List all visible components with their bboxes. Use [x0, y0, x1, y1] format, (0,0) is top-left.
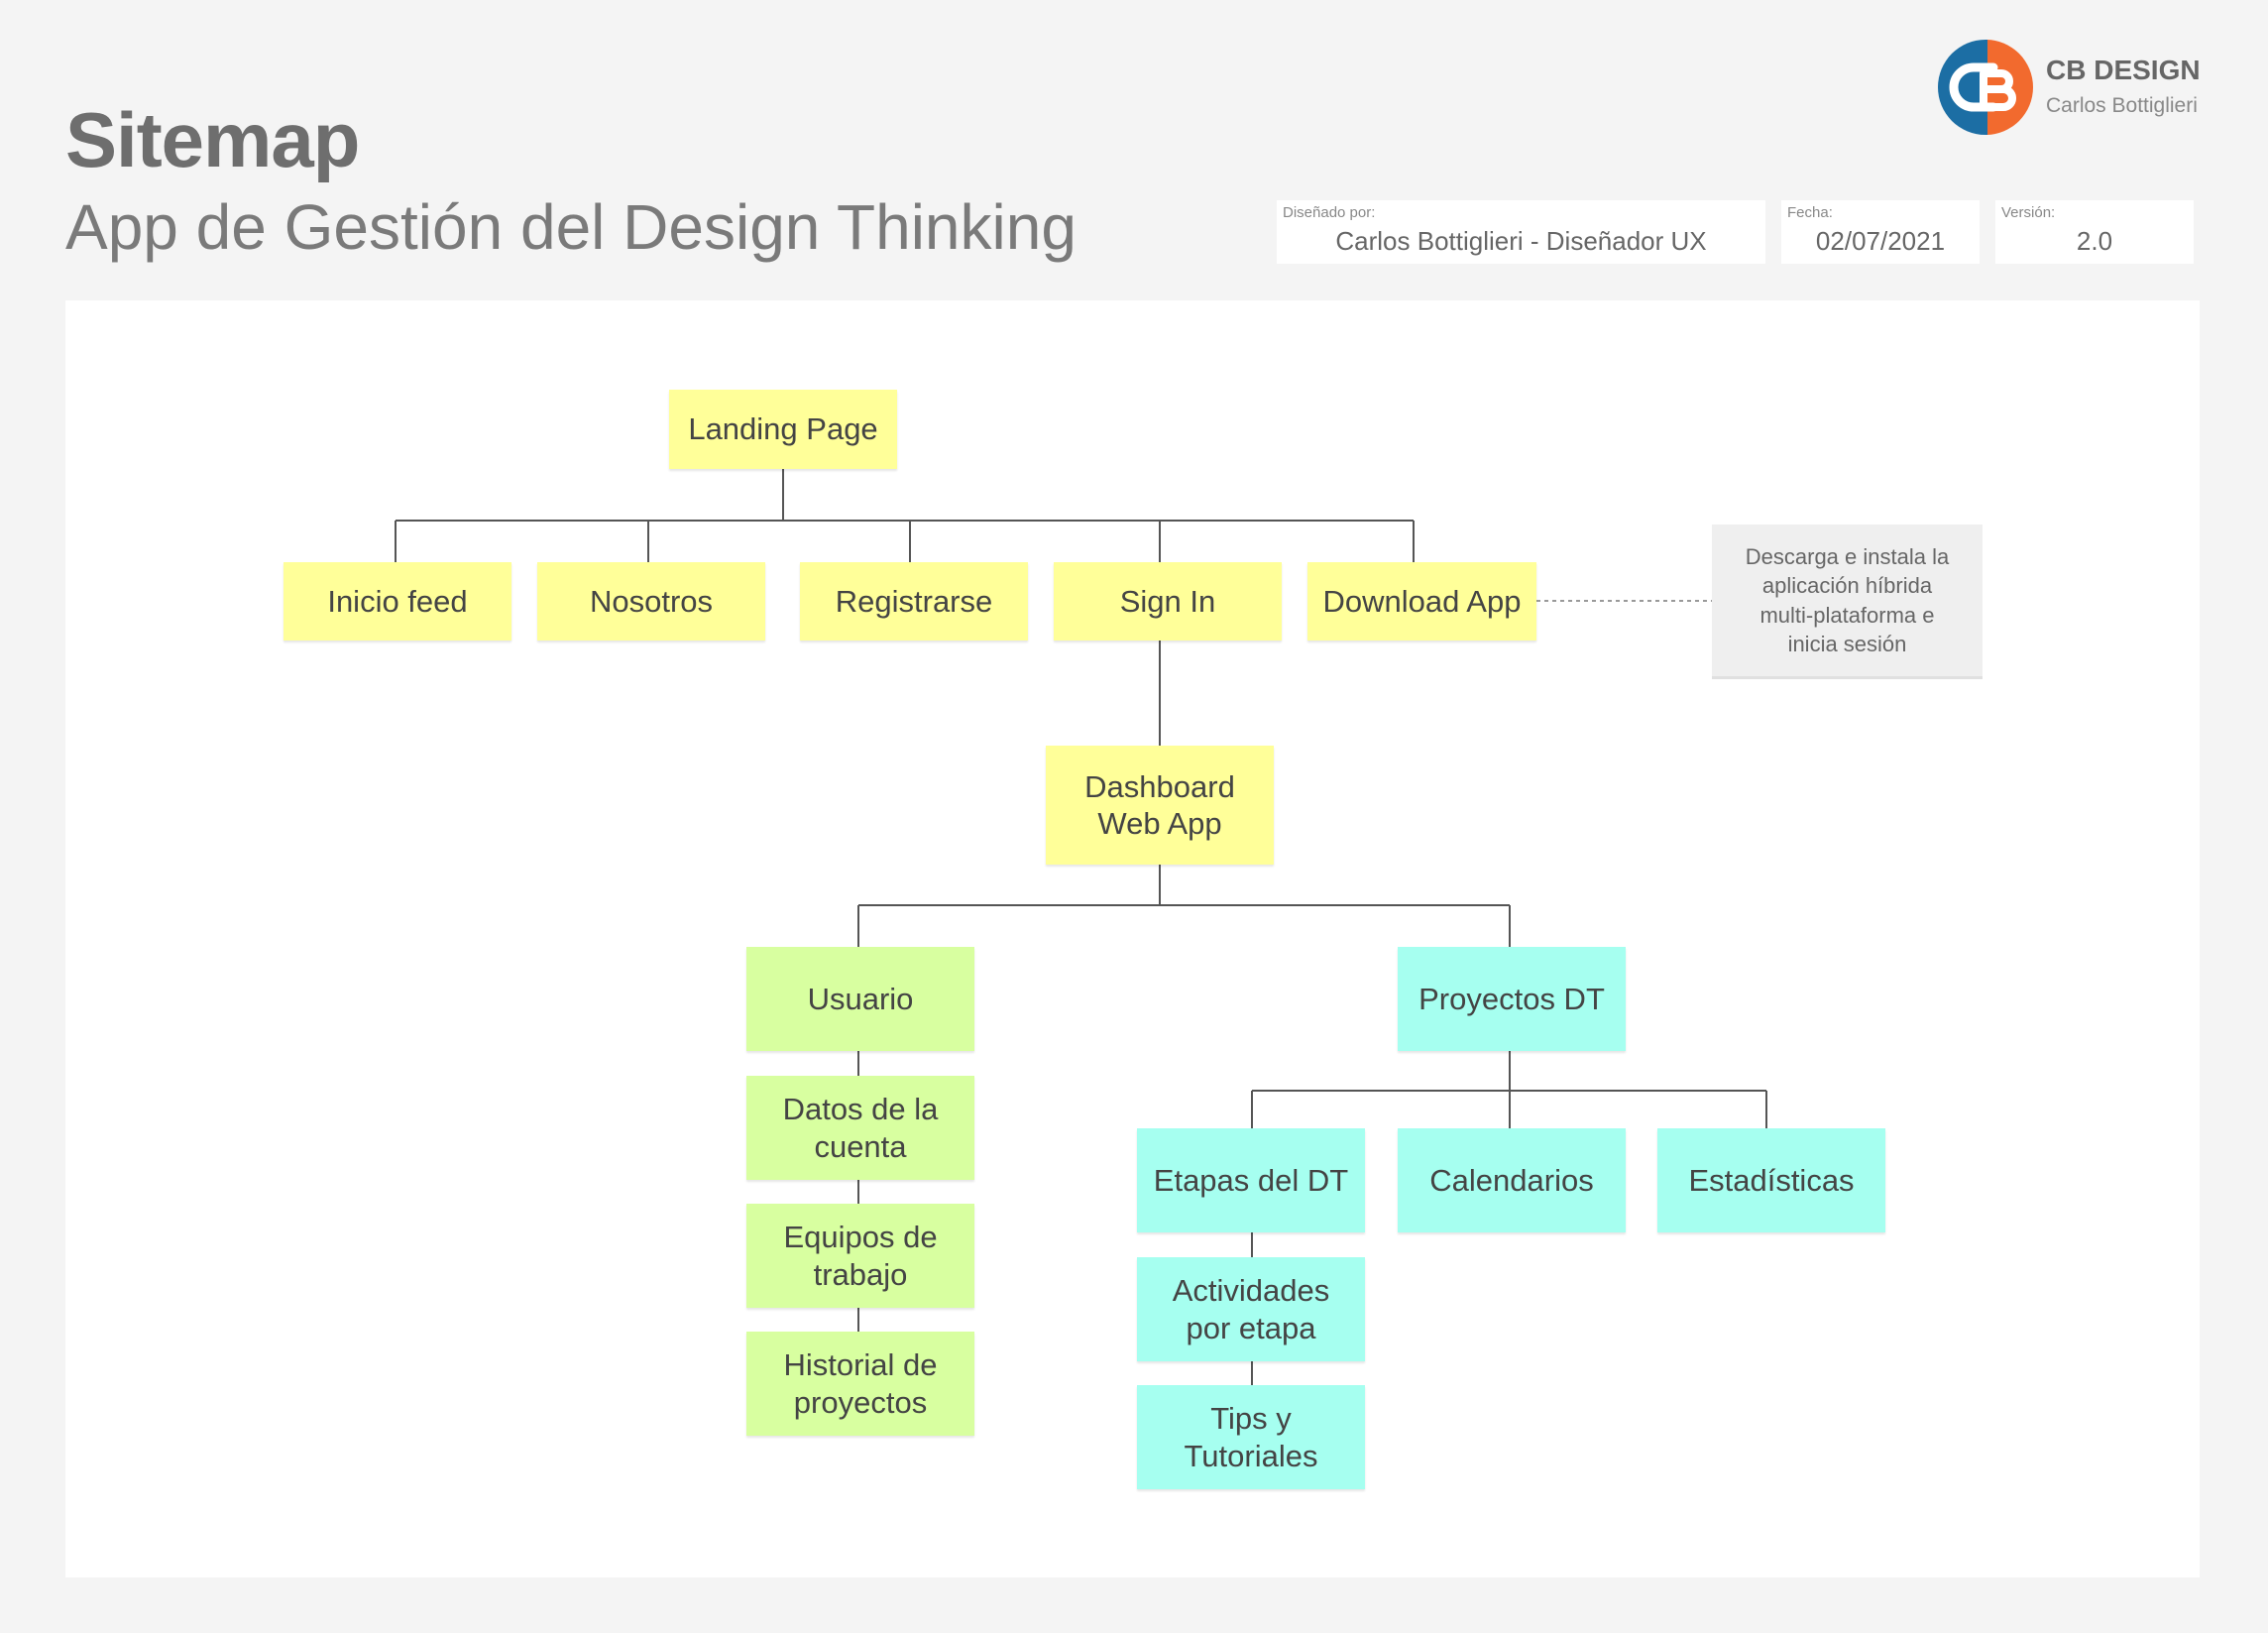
page-title: Sitemap [65, 96, 360, 183]
designed-by-label: Diseñado por: [1283, 204, 1376, 221]
sitemap-canvas: Landing Page Inicio feed Nosotros Regist… [65, 300, 2200, 1577]
designed-by-value: Carlos Bottiglieri - Diseñador UX [1335, 226, 1707, 256]
node-usuario[interactable]: Usuario [746, 947, 974, 1051]
node-equipos-trabajo[interactable]: Equipos de trabajo [746, 1204, 974, 1308]
version-label: Versión: [2001, 204, 2056, 221]
node-landing-page[interactable]: Landing Page [669, 390, 897, 469]
node-proyectos-dt[interactable]: Proyectos DT [1398, 947, 1626, 1051]
page-subtitle: App de Gestión del Design Thinking [65, 191, 1077, 263]
date-label: Fecha: [1787, 204, 1833, 221]
node-datos-cuenta[interactable]: Datos de la cuenta [746, 1076, 974, 1180]
brand-author: Carlos Bottiglieri [2046, 94, 2198, 117]
node-actividades-etapa[interactable]: Actividades por etapa [1137, 1257, 1365, 1361]
node-inicio-feed[interactable]: Inicio feed [284, 562, 511, 641]
node-calendarios[interactable]: Calendarios [1398, 1128, 1626, 1232]
node-estadisticas[interactable]: Estadísticas [1657, 1128, 1885, 1232]
version-box: Versión: 2.0 [1995, 200, 2194, 264]
date-box: Fecha: 02/07/2021 [1781, 200, 1980, 264]
node-nosotros[interactable]: Nosotros [537, 562, 765, 641]
node-historial-proyectos[interactable]: Historial de proyectos [746, 1332, 974, 1436]
node-dashboard[interactable]: Dashboard Web App [1046, 746, 1274, 865]
sitemap-connectors [395, 390, 1767, 1385]
node-registrarse[interactable]: Registrarse [800, 562, 1028, 641]
node-tips-tutoriales[interactable]: Tips y Tutoriales [1137, 1385, 1365, 1489]
date-value: 02/07/2021 [1815, 226, 1946, 256]
download-app-note: Descarga e instala la aplicación híbrida… [1712, 525, 1983, 679]
cb-design-logo [1938, 40, 2033, 135]
node-download-app[interactable]: Download App [1307, 562, 1536, 641]
node-etapas-dt[interactable]: Etapas del DT [1137, 1128, 1365, 1232]
designed-by-box: Diseñado por: Carlos Bottiglieri - Diseñ… [1277, 200, 1765, 264]
brand-name: CB DESIGN [2046, 55, 2201, 85]
node-sign-in[interactable]: Sign In [1054, 562, 1282, 641]
version-value: 2.0 [2076, 226, 2113, 256]
